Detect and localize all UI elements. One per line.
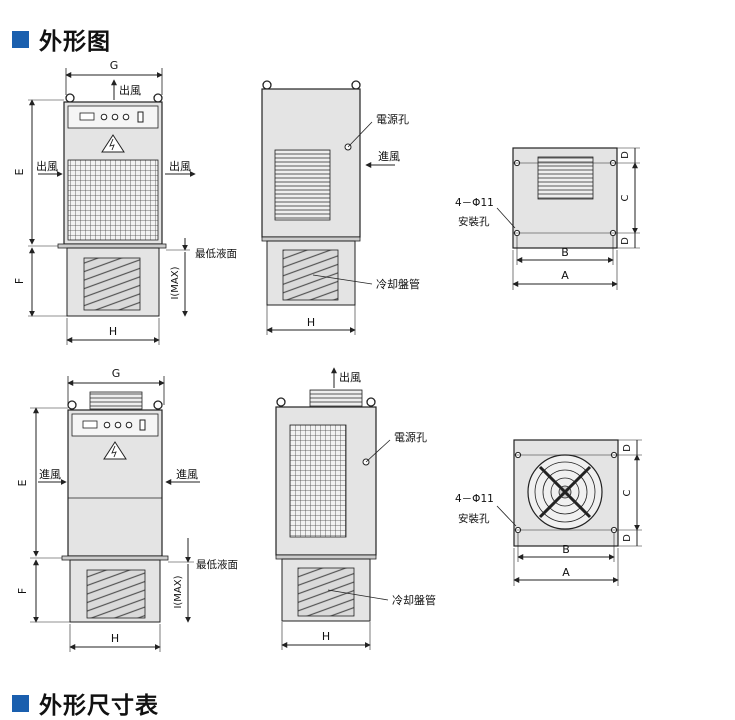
- indicator-light-icon: [114, 421, 122, 429]
- dim-b-label: B: [562, 543, 570, 556]
- side-inlet-right-label: 進風: [176, 468, 198, 481]
- dim-i-label: I(MAX): [170, 266, 181, 299]
- dim-h-label: H: [109, 325, 117, 338]
- mounting-flange: [61, 555, 169, 561]
- side-outlet-left-label: 出風: [36, 159, 58, 173]
- side-grille: [67, 159, 159, 241]
- indicator-light-icon: [122, 113, 130, 121]
- cooling-coil-label: 冷却盤管: [392, 593, 436, 607]
- dim-a-label: A: [561, 269, 569, 282]
- display-window: [82, 420, 98, 429]
- mounting-holes-label: 4－Φ11: [455, 493, 494, 505]
- dim-g-label: G: [112, 367, 121, 380]
- top-fan-grille: [89, 391, 143, 410]
- table-section-title: 外形尺寸表: [12, 686, 159, 720]
- switch-icon: [139, 419, 146, 431]
- dim-e-label: E: [13, 168, 26, 175]
- side-outlet-right-label: 出風: [169, 159, 191, 173]
- section-bullet-icon: [12, 30, 29, 48]
- lifting-eye-icon: [366, 397, 376, 407]
- switch-icon: [137, 111, 144, 123]
- power-hole-label: 電源孔: [376, 112, 409, 126]
- top-vent: [537, 156, 594, 200]
- outlet-label: 出風: [339, 370, 361, 384]
- display-window: [79, 112, 95, 121]
- side-vent: [289, 424, 347, 538]
- table-title: 外形尺寸表: [39, 693, 159, 719]
- dim-h-label: H: [322, 630, 330, 643]
- indicator-light-icon: [125, 421, 133, 429]
- dim-d-label: D: [622, 534, 633, 542]
- mounting-label: 安裝孔: [458, 512, 490, 525]
- lifting-eye-icon: [276, 397, 286, 407]
- cooling-coil-icon: [297, 567, 355, 617]
- warning-icon: [101, 134, 125, 153]
- outlet-label: 出風: [119, 83, 141, 97]
- outline-section-title: 外形图: [12, 22, 111, 56]
- outline-title: 外形图: [39, 29, 111, 55]
- lifting-eye-icon: [262, 80, 272, 90]
- dim-c-label: C: [622, 489, 633, 496]
- section-bullet-icon: [12, 694, 29, 712]
- min-level-label: 最低液面: [195, 247, 237, 260]
- dim-i-label: I(MAX): [173, 575, 184, 608]
- lifting-eye-icon: [65, 93, 75, 103]
- mounting-label: 安裝孔: [458, 215, 490, 228]
- side-view-top: 電源孔 進風 冷却盤管 H: [261, 80, 420, 335]
- dim-g-label: G: [110, 59, 119, 72]
- cooling-coil-icon: [282, 249, 339, 301]
- dim-f-label: F: [16, 588, 29, 594]
- dim-b-label: B: [561, 246, 569, 259]
- dim-h-label: H: [111, 632, 119, 645]
- side-inlet-left-label: 進風: [39, 468, 61, 481]
- min-level-label: 最低液面: [196, 558, 238, 571]
- front-view-top: G 出風 出風 出風 E F: [13, 59, 237, 345]
- mounting-view-top: D C D 4－Φ11 安裝孔 B A: [455, 147, 640, 290]
- lifting-eye-icon: [153, 93, 163, 103]
- mounting-view-bottom: D C D 4－Φ11 安裝孔 B A: [455, 439, 642, 586]
- indicator-light-icon: [100, 113, 108, 121]
- cooling-coil-icon: [86, 569, 146, 619]
- dim-d-label: D: [620, 237, 631, 245]
- indicator-light-icon: [111, 113, 119, 121]
- cooling-coil-label: 冷却盤管: [376, 277, 420, 291]
- inlet-label: 進風: [378, 150, 400, 163]
- cooling-coil-icon: [83, 257, 141, 311]
- lifting-eye-icon: [153, 400, 163, 410]
- mounting-flange: [57, 243, 167, 249]
- indicator-light-icon: [103, 421, 111, 429]
- warning-icon: [103, 441, 127, 460]
- lifting-eye-icon: [67, 400, 77, 410]
- top-fan-grille: [309, 389, 363, 408]
- mounting-holes-label: 4－Φ11: [455, 197, 494, 209]
- dim-h-label: H: [307, 316, 315, 329]
- lifting-eye-icon: [351, 80, 361, 90]
- front-view-bottom: G 進風 進風 E F 最低液面 I(MAX) H: [16, 367, 238, 652]
- dim-d-label: D: [620, 151, 631, 159]
- dim-f-label: F: [13, 278, 26, 284]
- dim-d-label: D: [622, 444, 633, 452]
- side-view-bottom: 出風 電源孔 冷却盤管 H: [275, 367, 436, 650]
- power-hole-label: 電源孔: [394, 430, 427, 444]
- dim-a-label: A: [562, 566, 570, 579]
- dim-c-label: C: [620, 194, 631, 201]
- side-vent: [274, 149, 331, 221]
- dim-e-label: E: [16, 479, 29, 486]
